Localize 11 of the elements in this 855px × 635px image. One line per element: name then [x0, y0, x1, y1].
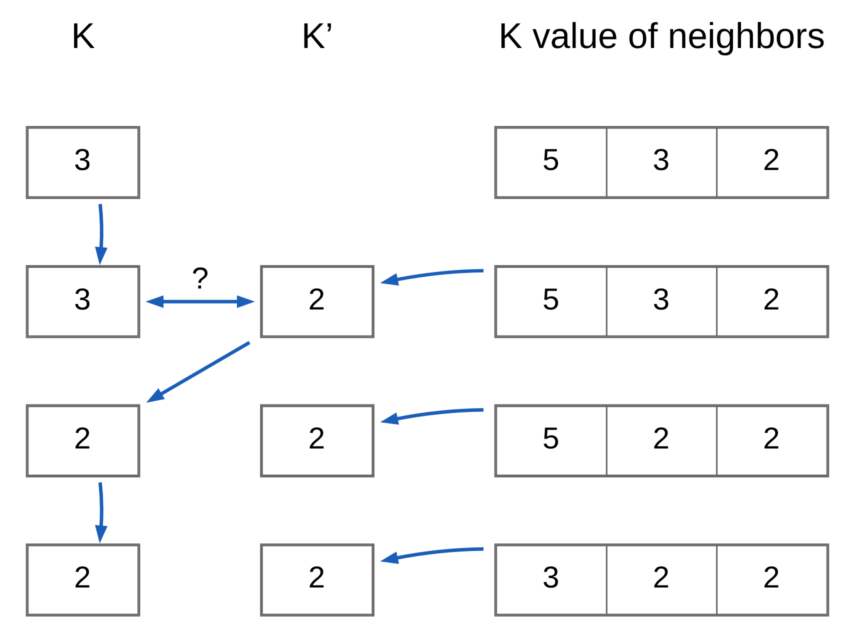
arrow: [146, 295, 255, 308]
arrow: [95, 482, 108, 544]
label: K’: [301, 16, 334, 56]
arrow: [146, 341, 250, 403]
arrow: [380, 547, 484, 564]
label: K: [71, 16, 95, 56]
arrow: [380, 408, 484, 425]
arrow: [95, 204, 108, 266]
arrow: [380, 268, 484, 286]
label: K value of neighbors: [498, 16, 825, 56]
edge-label: ?: [192, 262, 209, 296]
